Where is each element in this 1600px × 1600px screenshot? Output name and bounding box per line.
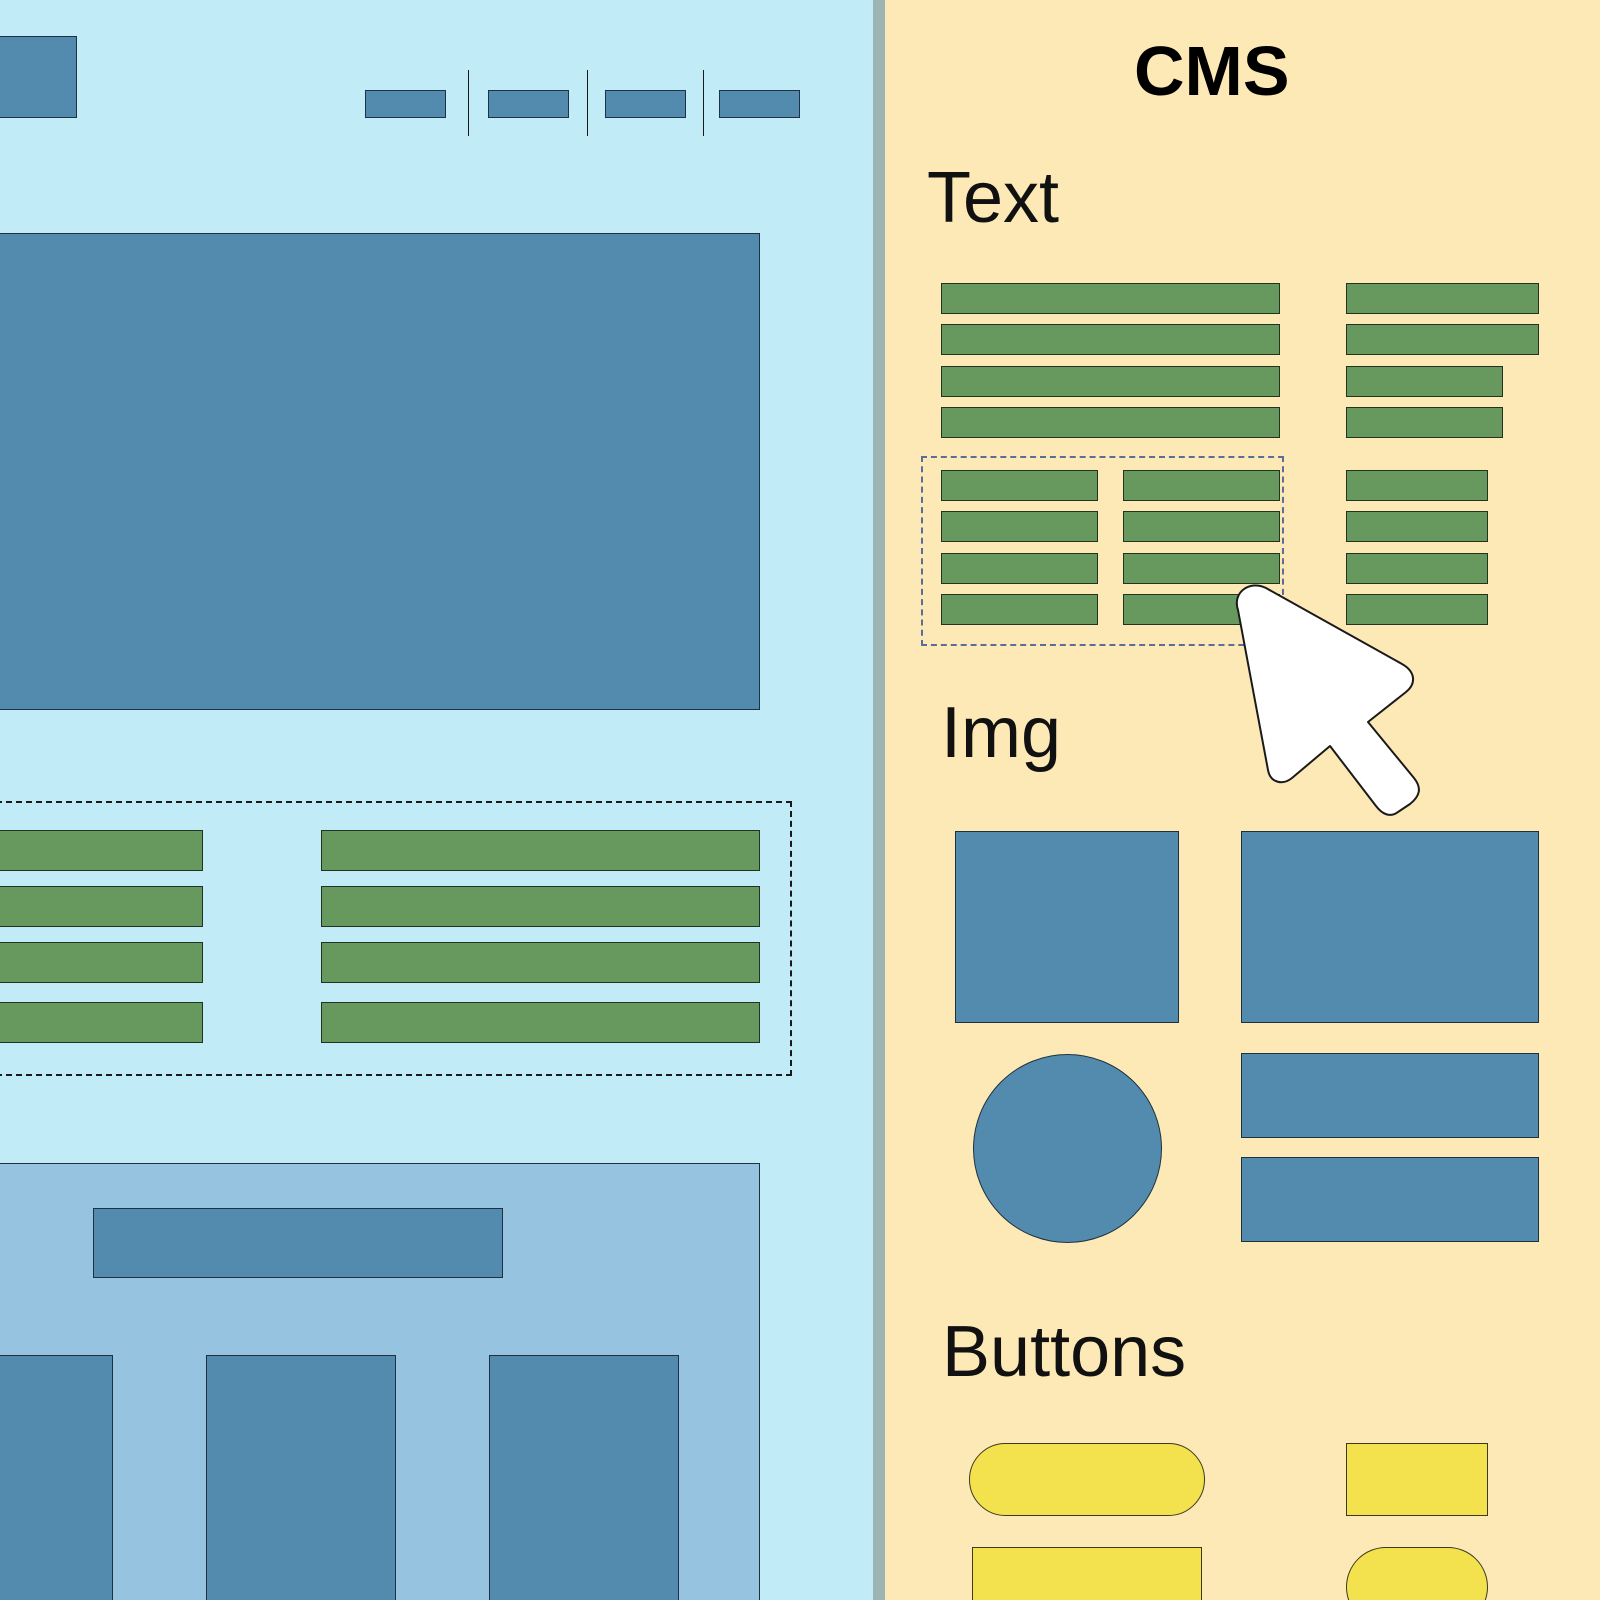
text-line <box>1346 366 1503 397</box>
cards-section <box>0 1163 760 1600</box>
image-component-landscape[interactable] <box>1241 831 1539 1023</box>
text-component-two-column-selected[interactable] <box>921 456 1284 646</box>
text-line <box>1346 470 1488 501</box>
two-column-text-lines <box>885 470 1600 630</box>
cms-panel: CMS Text Img Buttons <box>885 0 1600 1600</box>
text-line <box>1123 511 1280 542</box>
image-component-circle[interactable] <box>973 1054 1162 1243</box>
text-line <box>1346 594 1488 625</box>
text-line <box>941 594 1098 625</box>
text-line <box>0 942 203 983</box>
button-component-rect[interactable] <box>972 1547 1202 1600</box>
text-line <box>321 830 760 871</box>
section-label-text: Text <box>927 158 1060 238</box>
card-3[interactable] <box>489 1355 679 1600</box>
nav-separator <box>703 70 704 136</box>
text-line <box>941 407 1280 438</box>
image-component-banner[interactable] <box>1241 1157 1539 1242</box>
button-component-pill[interactable] <box>969 1443 1205 1516</box>
nav-item-1[interactable] <box>365 90 446 118</box>
text-line <box>941 366 1280 397</box>
text-line <box>1346 283 1539 314</box>
nav-item-4[interactable] <box>719 90 800 118</box>
text-line <box>0 886 203 927</box>
text-component-full[interactable] <box>885 283 1600 443</box>
dropped-text-block-selection[interactable] <box>0 801 792 1076</box>
logo-placeholder <box>0 36 77 118</box>
image-component-banner[interactable] <box>1241 1053 1539 1138</box>
button-component-round[interactable] <box>1346 1547 1488 1600</box>
text-line <box>321 1002 760 1043</box>
text-line <box>941 553 1098 584</box>
page-canvas <box>0 0 873 1600</box>
text-line <box>1123 470 1280 501</box>
card-1[interactable] <box>0 1355 113 1600</box>
text-line <box>1346 511 1488 542</box>
card-2[interactable] <box>206 1355 396 1600</box>
section-heading-placeholder <box>93 1208 503 1278</box>
mouse-pointer-icon <box>1235 584 1420 816</box>
text-line <box>1346 553 1488 584</box>
text-line <box>1346 407 1503 438</box>
text-line <box>321 942 760 983</box>
text-component-ragged[interactable] <box>885 283 1600 443</box>
nav-separator <box>468 70 469 136</box>
pane-divider[interactable] <box>873 0 885 1600</box>
text-line <box>321 886 760 927</box>
nav-item-3[interactable] <box>605 90 686 118</box>
section-label-img: Img <box>941 693 1062 773</box>
image-component-square[interactable] <box>955 831 1179 1023</box>
button-component-square[interactable] <box>1346 1443 1488 1516</box>
dropped-text-columns <box>0 830 873 1045</box>
text-line <box>1346 324 1539 355</box>
top-nav <box>0 0 873 140</box>
nav-item-2[interactable] <box>488 90 569 118</box>
text-line <box>0 830 203 871</box>
text-component-short[interactable] <box>885 470 1600 630</box>
hero-image-block[interactable] <box>0 233 760 710</box>
cms-title: CMS <box>1134 32 1290 110</box>
text-line <box>941 470 1098 501</box>
text-line <box>941 283 1280 314</box>
text-line <box>941 324 1280 355</box>
text-line <box>0 1002 203 1043</box>
nav-separator <box>587 70 588 136</box>
section-label-buttons: Buttons <box>942 1312 1187 1392</box>
text-line <box>1123 553 1280 584</box>
text-line <box>941 511 1098 542</box>
